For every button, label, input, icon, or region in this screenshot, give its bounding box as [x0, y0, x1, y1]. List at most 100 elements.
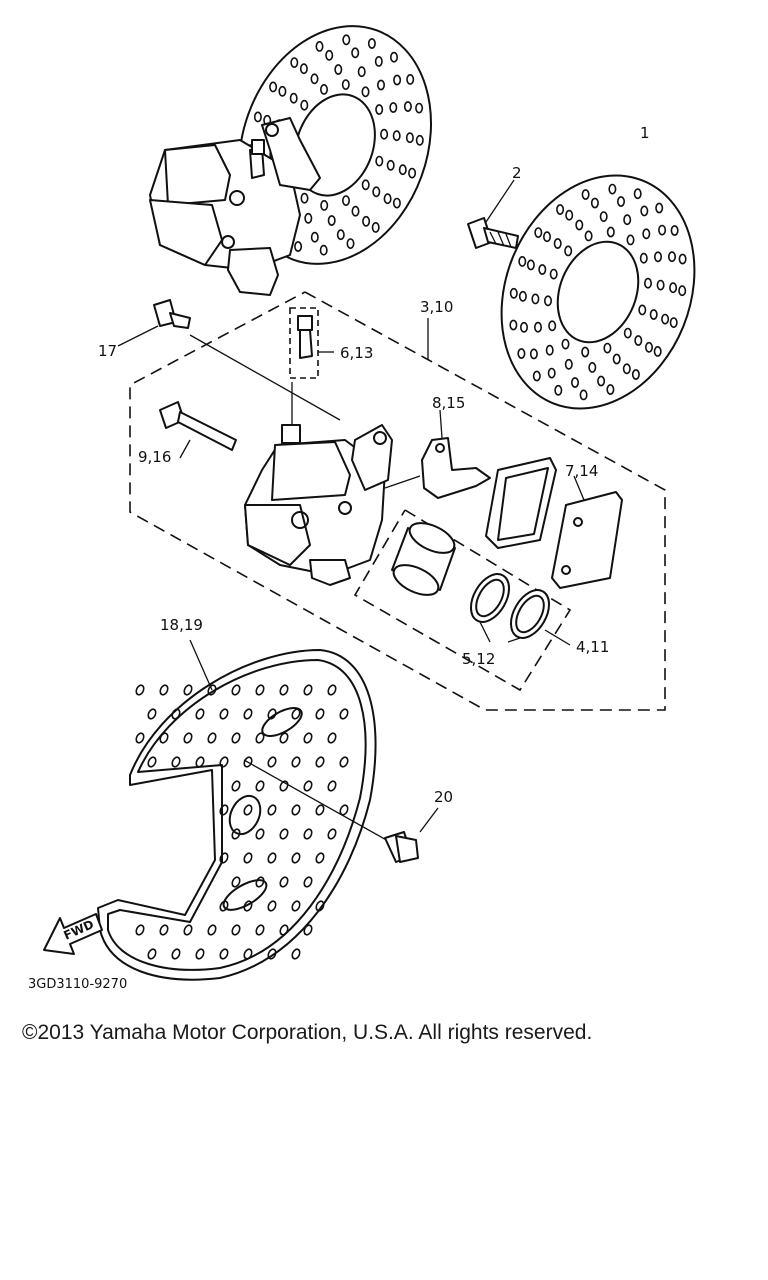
- drill-hole: [564, 245, 573, 257]
- callout-5-12: 5,12: [462, 650, 495, 668]
- exploded-view: FWD 1 2 3,10 17 6,13 8,15 9,16 7,14 4,11…: [28, 25, 696, 992]
- drill-hole: [644, 341, 653, 353]
- drill-hole: [219, 756, 229, 768]
- drill-hole: [171, 708, 181, 720]
- drill-hole: [327, 684, 337, 696]
- drill-hole: [656, 279, 665, 291]
- drill-hole: [303, 732, 313, 744]
- drill-hole: [653, 251, 662, 263]
- drill-hole: [415, 102, 424, 114]
- drill-hole: [588, 361, 597, 373]
- drill-hole: [267, 852, 277, 864]
- drill-hole: [320, 199, 329, 211]
- drill-hole: [291, 756, 301, 768]
- drill-hole: [622, 363, 631, 375]
- part-17-bolt: [117, 299, 341, 421]
- drill-hole: [289, 92, 298, 104]
- drill-hole: [389, 51, 398, 63]
- drill-hole: [529, 348, 538, 360]
- drill-hole: [291, 948, 301, 960]
- drill-hole: [561, 338, 570, 350]
- drill-hole: [375, 104, 384, 115]
- drill-hole: [336, 229, 345, 241]
- drill-hole: [255, 876, 265, 888]
- caliper-body: [244, 424, 393, 586]
- part-1-brake-disc: [500, 174, 696, 410]
- drill-hole: [334, 64, 343, 75]
- drill-hole: [231, 684, 241, 696]
- drill-hole: [509, 319, 518, 331]
- drill-hole: [303, 684, 313, 696]
- drill-hole: [678, 285, 687, 297]
- drill-hole: [303, 876, 313, 888]
- drill-hole: [374, 56, 383, 67]
- drill-hole: [219, 948, 229, 960]
- drill-hole: [608, 183, 617, 195]
- drill-hole: [342, 34, 351, 46]
- drill-hole: [219, 708, 229, 720]
- assembled-caliper: [149, 117, 321, 296]
- drill-hole: [279, 876, 289, 888]
- drill-hole: [207, 924, 217, 936]
- callout-6-13: 6,13: [340, 344, 373, 362]
- drill-hole: [255, 732, 265, 744]
- piston-seals: [470, 573, 571, 646]
- drill-hole: [315, 41, 324, 52]
- drill-hole: [392, 130, 401, 142]
- drill-hole: [670, 225, 679, 236]
- drill-hole: [678, 253, 687, 265]
- drill-hole: [147, 948, 157, 960]
- drill-hole: [626, 234, 635, 246]
- drill-hole: [393, 74, 402, 86]
- callout-7-14: 7,14: [565, 462, 598, 480]
- drill-hole: [195, 756, 205, 768]
- drill-hole: [290, 57, 299, 68]
- drill-hole: [159, 924, 169, 936]
- drill-hole: [243, 948, 253, 960]
- drill-hole: [279, 924, 289, 936]
- drill-hole: [623, 327, 632, 339]
- part-7-brake-pads: [485, 457, 623, 589]
- drill-hole: [327, 732, 337, 744]
- drill-hole: [267, 900, 277, 912]
- drill-hole: [310, 73, 319, 85]
- drill-hole: [279, 684, 289, 696]
- drill-hole: [612, 353, 621, 365]
- drill-hole: [564, 358, 573, 370]
- drill-hole: [634, 335, 643, 346]
- drill-hole: [581, 189, 590, 200]
- drill-hole: [376, 79, 385, 91]
- drill-hole: [351, 47, 360, 59]
- drill-hole: [255, 780, 265, 792]
- drill-hole: [638, 304, 647, 316]
- part-9-slide-pin: [159, 401, 237, 459]
- drill-hole: [291, 852, 301, 864]
- drill-hole: [398, 164, 407, 176]
- drill-hole: [183, 684, 193, 696]
- drill-hole: [219, 900, 229, 912]
- drill-hole: [371, 221, 380, 233]
- drill-hole: [643, 277, 652, 289]
- part-20-bolt: [243, 759, 439, 863]
- drill-hole: [303, 924, 313, 936]
- drill-hole: [255, 828, 265, 840]
- drill-hole: [517, 348, 526, 359]
- drill-hole: [406, 74, 415, 85]
- drill-hole: [661, 313, 670, 325]
- drill-hole: [319, 244, 328, 256]
- piston-seal-outline: [353, 509, 572, 692]
- drill-hole: [243, 804, 253, 816]
- part-1-disc-holes: [509, 183, 687, 401]
- drill-hole: [616, 196, 625, 207]
- drill-hole: [367, 38, 376, 49]
- drill-hole: [553, 238, 562, 249]
- drill-hole: [231, 732, 241, 744]
- drill-hole: [534, 227, 543, 238]
- drill-hole: [570, 377, 579, 388]
- drill-hole: [315, 900, 325, 912]
- drill-hole: [623, 214, 632, 226]
- drill-hole: [361, 179, 370, 191]
- drill-hole: [255, 684, 265, 696]
- drill-hole: [415, 134, 424, 146]
